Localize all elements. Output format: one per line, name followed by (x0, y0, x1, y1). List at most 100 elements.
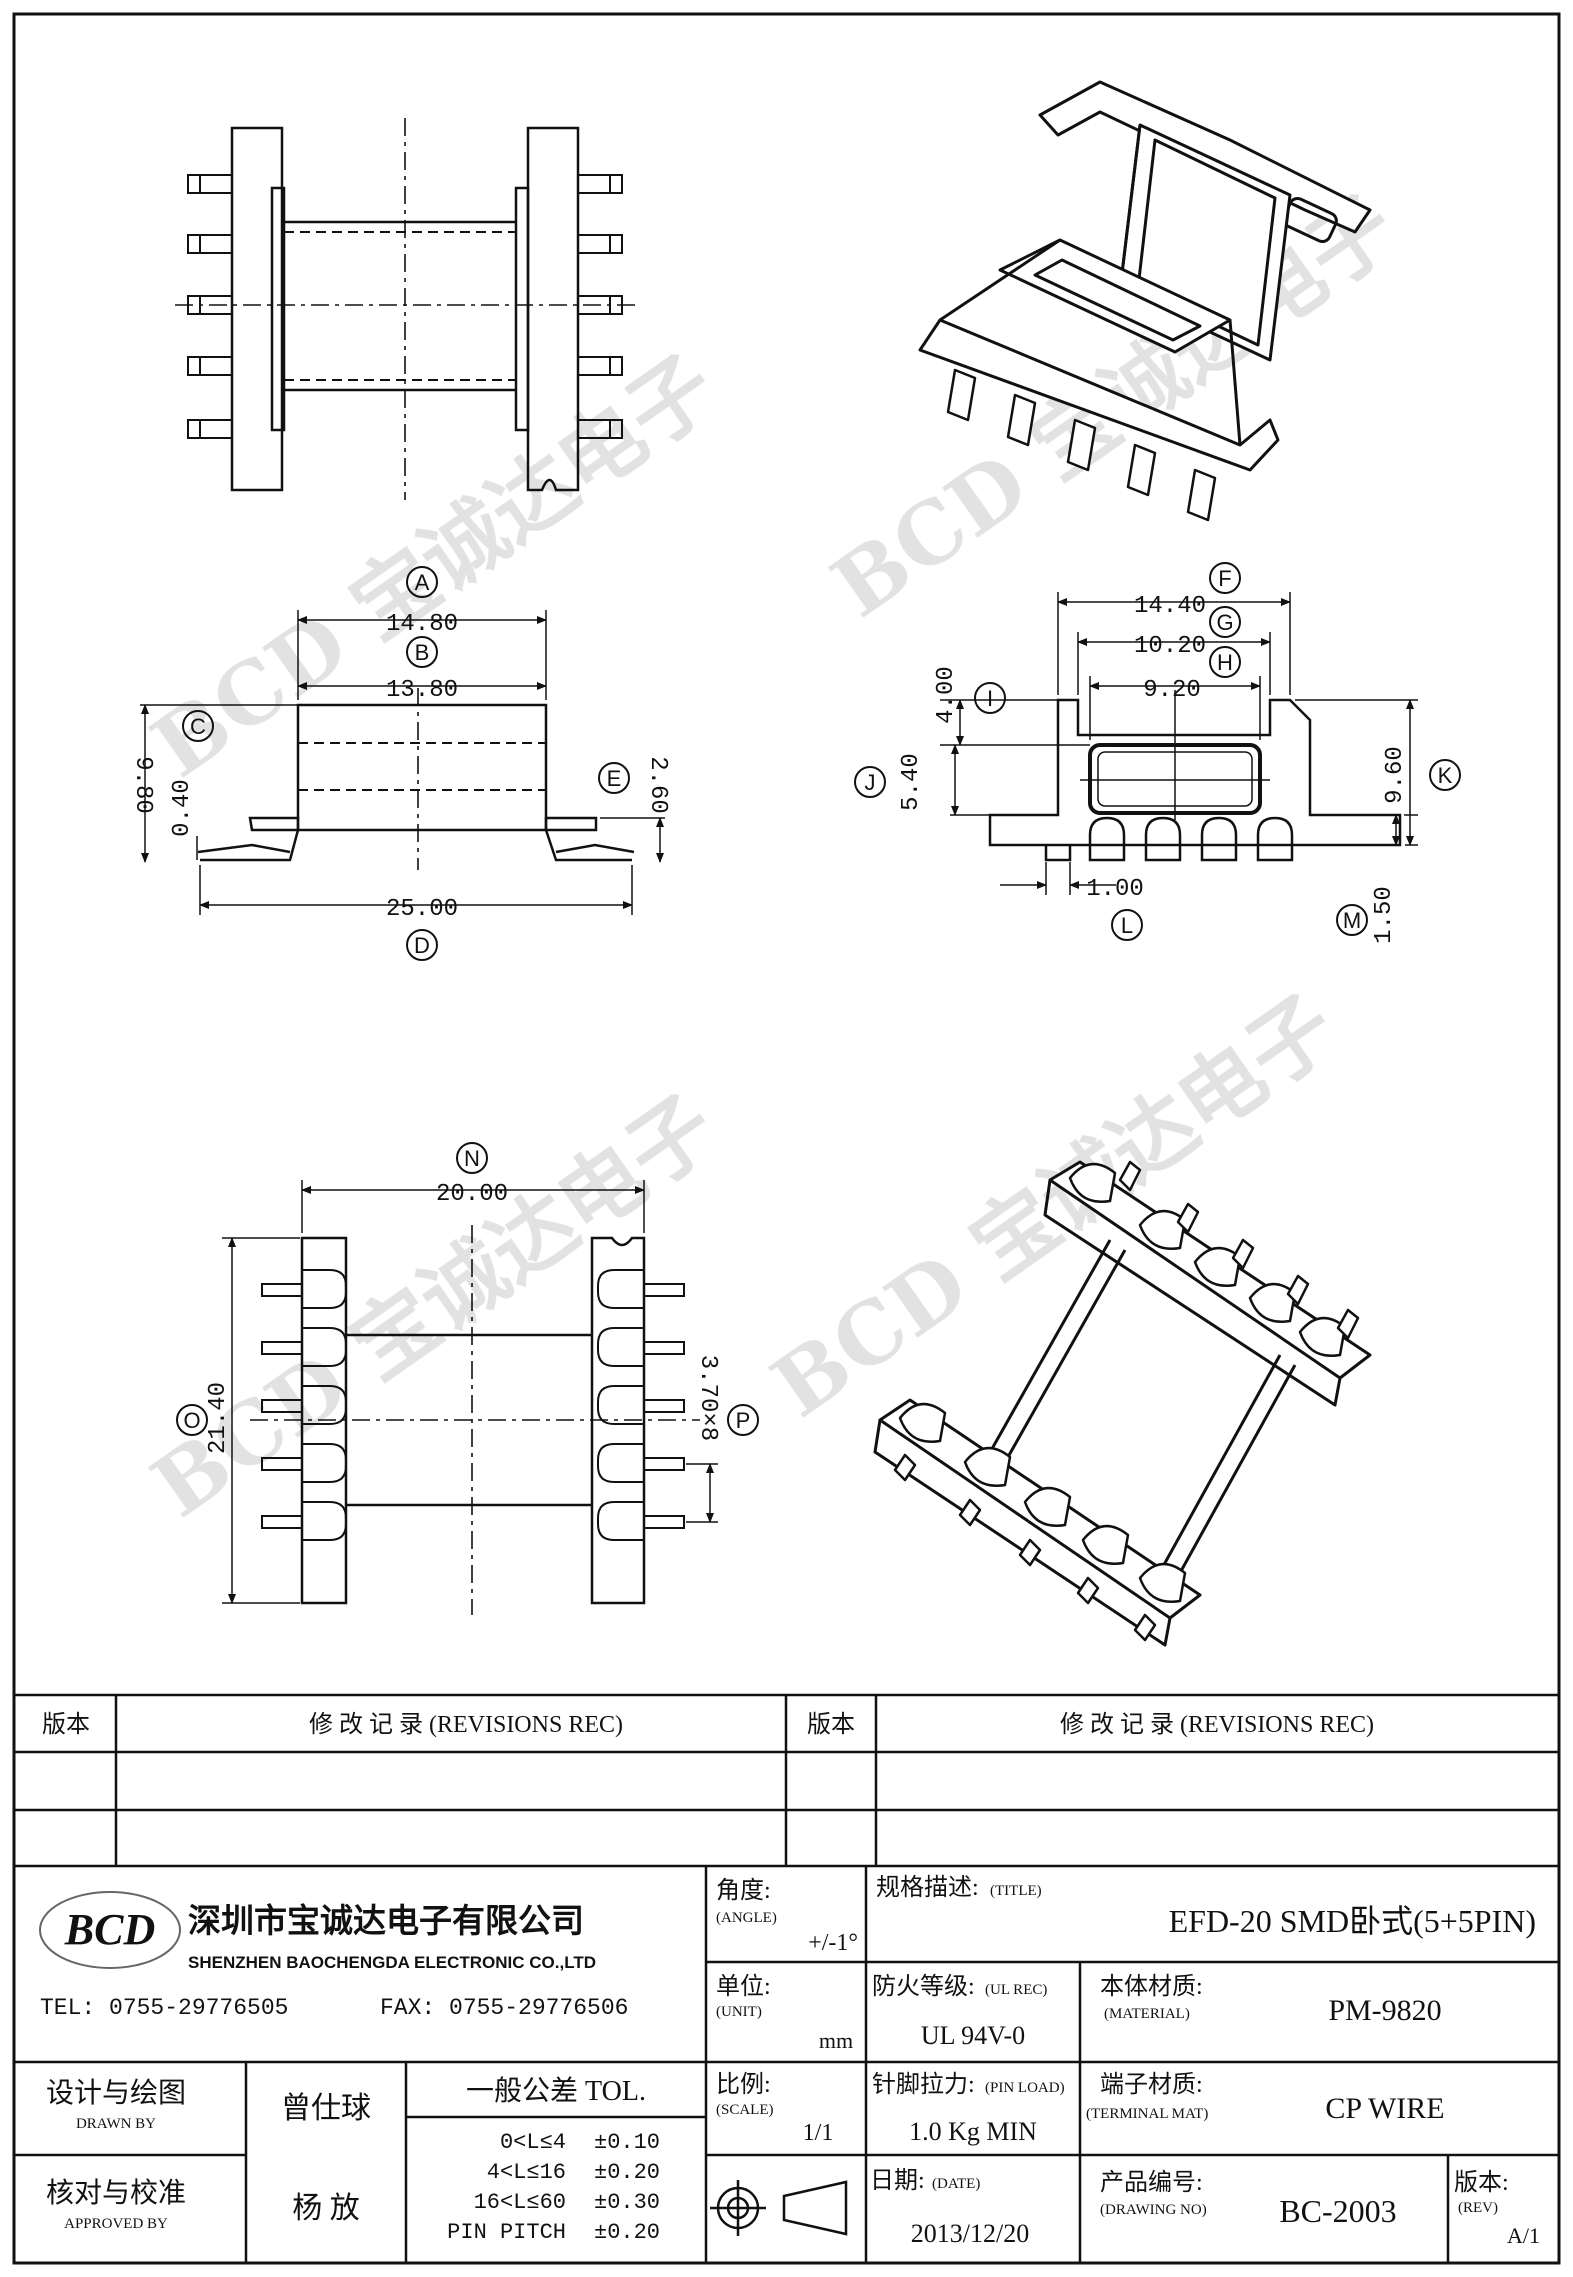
approved-value: 杨 放 (292, 2192, 360, 2225)
logo-text: BCD (64, 1905, 155, 1954)
rev-rec-label-left: 修 改 记 录 (REVISIONS REC) (309, 1711, 623, 1738)
dim-D-tag: D (414, 933, 430, 958)
svg-text:BCD 宝诚达电子: BCD 宝诚达电子 (755, 976, 1354, 1437)
rev-rec-label-right: 修 改 记 录 (REVISIONS REC) (1060, 1711, 1374, 1738)
approved-label-en: APPROVED BY (64, 2216, 168, 2232)
dim-K-value: 9.60 (1382, 746, 1409, 804)
drawn-label-en: DRAWN BY (76, 2116, 156, 2132)
unit-label-en: (UNIT) (716, 2004, 762, 2020)
dim-A-value: 14.80 (386, 611, 458, 638)
ul-label: 防火等级: (872, 1973, 975, 2000)
angle-label: 角度: (716, 1877, 771, 1904)
dim-D: 25.00 D (199, 865, 633, 961)
unit-value: mm (819, 2028, 853, 2053)
dim-O-tag: O (183, 1408, 200, 1433)
dim-C-tag: C (190, 714, 206, 739)
unit-label: 单位: (716, 1973, 771, 2000)
pinload-label-en: (PIN LOAD) (985, 2080, 1065, 2096)
dim-L-tag: L (1121, 913, 1133, 938)
dim-P: 3.70×8 P (686, 1355, 759, 1523)
dim-B-tag: B (415, 640, 430, 665)
dim-G-tag: G (1216, 610, 1233, 635)
tol-range: 4<L≤16 (487, 2160, 566, 2185)
bottom-right-flange (590, 1236, 646, 1605)
material-label-en: (MATERIAL) (1104, 2006, 1190, 2022)
company-fax: FAX: 0755-29776506 (380, 1995, 628, 2021)
tolerance-rows: 0<L≤4 ±0.10 4<L≤16 ±0.20 16<L≤60 ±0.30 P… (447, 2130, 660, 2245)
date-label-en: (DATE) (932, 2176, 980, 2192)
tol-range: 0<L≤4 (500, 2130, 566, 2155)
dim-D-value: 25.00 (386, 896, 458, 923)
ul-label-en: (UL REC) (985, 1982, 1047, 1998)
iso-pins (946, 368, 1217, 522)
tol-range: PIN PITCH (447, 2220, 566, 2245)
bottom-view: 20.00 N 21.40 O 3.70×8 P (176, 1142, 759, 1615)
terminal-label-en: (TERMINAL MAT) (1086, 2106, 1208, 2122)
date-label: 日期: (870, 2168, 925, 2194)
pinload-label: 针脚拉力: (872, 2071, 975, 2098)
angle-value: +/-1° (808, 1930, 858, 1956)
dim-O-value: 21.40 (205, 1382, 232, 1454)
drawing-label: 产品编号: (1100, 2169, 1203, 2196)
dim-J-value: 5.40 (898, 753, 925, 811)
dim-P-tag: P (736, 1408, 751, 1433)
isometric-view-top (918, 80, 1372, 522)
bottom-left-pads (261, 1269, 347, 1541)
company-logo: BCD (39, 1891, 181, 1969)
tol-value: ±0.20 (594, 2160, 660, 2185)
ul-value: UL 94V-0 (921, 2021, 1025, 2050)
rev-label-en: (REV) (1458, 2200, 1498, 2216)
company-name-en: SHENZHEN BAOCHENGDA ELECTRONIC CO.,LTD (188, 1953, 596, 1972)
material-value: PM-9820 (1328, 1994, 1441, 2027)
dim-P-value: 3.70×8 (694, 1355, 721, 1441)
right-pins (577, 174, 623, 439)
dim-M: 1.50 M (1336, 814, 1418, 944)
scale-value: 1/1 (803, 2120, 834, 2146)
isometric-view-bottom (873, 1160, 1372, 1647)
terminal-label: 端子材质: (1100, 2071, 1203, 2098)
dim-O: 21.40 O (176, 1237, 300, 1604)
front-view: 14.80 A 13.80 B 9.80 C 0.40 25.00 (129, 566, 671, 961)
dim-F: 14.40 F (1057, 562, 1291, 695)
dim-E-tag: E (607, 766, 622, 791)
dim-J: 5.40 J (854, 744, 990, 816)
dim-N-tag: N (464, 1146, 480, 1171)
approved-label: 核对与校准 (46, 2177, 186, 2209)
drawn-value: 曾仕球 (281, 2092, 371, 2125)
dim-L: 1.00 L (1000, 862, 1144, 941)
dim-N-value: 20.00 (436, 1181, 508, 1208)
dim-I: 4.00 I (933, 666, 1090, 746)
dim-F-tag: F (1218, 566, 1231, 591)
tol-range: 16<L≤60 (474, 2190, 566, 2215)
core-body (296, 703, 548, 832)
rev-value: A/1 (1507, 2223, 1540, 2248)
dim-H-tag: H (1217, 650, 1233, 675)
dim-A-tag: A (415, 570, 430, 595)
dim-I-tag: I (987, 686, 993, 711)
tol-value: ±0.20 (594, 2220, 660, 2245)
dim-G-value: 10.20 (1134, 633, 1206, 660)
right-flange (526, 126, 580, 492)
dim-M-value: 1.50 (1371, 886, 1398, 944)
dim-J-tag: J (865, 770, 876, 795)
drawing-label-en: (DRAWING NO) (1100, 2202, 1207, 2218)
title-label: 规格描述: (876, 1874, 979, 1901)
dim-E: 2.60 E (598, 756, 671, 863)
bottom-right-pads (597, 1269, 685, 1541)
scale-label-en: (SCALE) (716, 2102, 774, 2118)
rev-ver-label-right: 版本 (807, 1711, 855, 1738)
svg-text:BCD 宝诚达电子: BCD 宝诚达电子 (135, 336, 734, 797)
dim-C: 9.80 C 0.40 (129, 704, 298, 863)
sheet-border (12, 12, 1561, 2265)
dim-G: 10.20 G (1077, 606, 1271, 695)
side-view: 14.40 F 10.20 G 9.20 H 4.00 (854, 562, 1461, 944)
rev-label: 版本: (1454, 2169, 1509, 2196)
dim-C-value: 9.80 (129, 756, 156, 814)
dim-I-value: 4.00 (933, 666, 960, 724)
title-value: EFD-20 SMD卧式(5+5PIN) (1169, 1903, 1536, 1939)
drawing-value: BC-2003 (1279, 2193, 1396, 2229)
pinload-value: 1.0 Kg MIN (909, 2117, 1037, 2146)
revision-table: 版本 修 改 记 录 (REVISIONS REC) 版本 修 改 记 录 (R… (14, 1693, 1559, 1868)
left-flange (230, 126, 284, 492)
